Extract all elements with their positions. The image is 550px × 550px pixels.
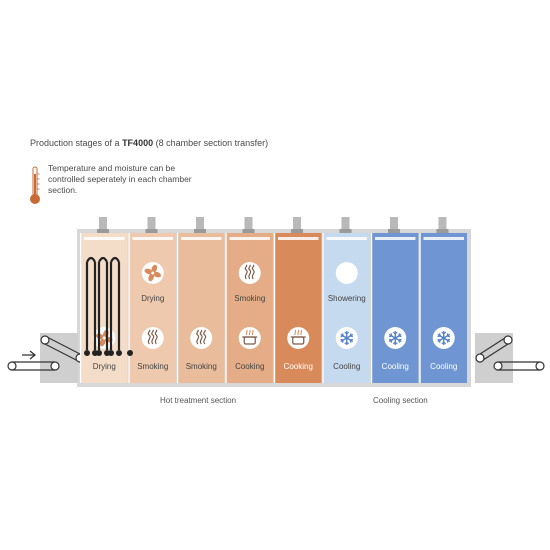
chamber-7 xyxy=(371,217,419,383)
exhaust-base xyxy=(97,229,109,233)
exit-conveyor-lower xyxy=(493,361,545,371)
chamber-4 xyxy=(225,217,273,383)
chamber-fill xyxy=(372,233,419,383)
chamber-2-top-label: Drying xyxy=(141,294,165,303)
chamber-6 xyxy=(322,217,370,383)
chamber-divider xyxy=(419,233,421,383)
chamber-8 xyxy=(419,217,467,383)
entry-conveyor-ramp xyxy=(40,335,85,363)
chamber-rail xyxy=(84,237,125,240)
exhaust-stub xyxy=(438,217,447,229)
shower-icon xyxy=(335,262,358,284)
pot-icon xyxy=(287,327,310,349)
title-suffix: (8 chamber section transfer) xyxy=(153,138,269,148)
exhaust-base xyxy=(291,229,303,233)
exhaust-stub xyxy=(196,217,204,229)
chamber-divider xyxy=(80,233,82,383)
exhaust-base xyxy=(242,229,255,233)
chamber-divider xyxy=(128,233,130,383)
pot-icon xyxy=(238,327,261,349)
chamber-divider xyxy=(225,233,227,383)
chamber-4-top-label: Smoking xyxy=(234,294,266,303)
exit-conveyor-ramp xyxy=(475,335,513,363)
exhaust-base xyxy=(145,229,158,233)
chamber-rail xyxy=(132,237,173,240)
snowflake-icon xyxy=(384,327,407,349)
smoke-icon xyxy=(141,327,164,349)
smoke-icon xyxy=(190,327,213,349)
chamber-fill xyxy=(275,233,322,383)
chamber-2-bottom-label: Smoking xyxy=(137,362,169,371)
entry-conveyor-lower xyxy=(7,361,60,371)
chamber-divider xyxy=(177,233,179,383)
chamber-8-bottom-label: Cooling xyxy=(430,362,458,371)
exhaust-stub xyxy=(99,217,107,229)
title-model: TF4000 xyxy=(122,138,154,148)
note-text: Temperature and moisture can be controll… xyxy=(48,163,192,195)
chamber-1-bottom-label: Drying xyxy=(92,362,116,371)
chamber-fill xyxy=(323,233,370,383)
entry-arrow-icon xyxy=(22,350,37,360)
chamber-6-bottom-label: Cooling xyxy=(333,362,361,371)
exhaust-stub xyxy=(244,217,253,229)
chamber-2 xyxy=(128,217,176,383)
title-prefix: Production stages of a xyxy=(30,138,123,148)
fan-icon xyxy=(141,262,164,284)
chamber-rail xyxy=(375,237,416,240)
chamber-divider xyxy=(371,233,373,383)
exhaust-base xyxy=(388,229,400,233)
chamber-divider xyxy=(274,233,276,383)
chamber-4-bottom-label: Cooking xyxy=(235,362,265,371)
chamber-rail xyxy=(423,237,464,240)
product-rack xyxy=(84,256,133,356)
chamber-fill xyxy=(420,233,467,383)
chamber-divider xyxy=(322,233,324,383)
exhaust-base xyxy=(194,229,206,233)
exhaust-stub xyxy=(341,217,350,229)
exhaust-stub xyxy=(293,217,301,229)
chamber-fill xyxy=(226,233,273,383)
exhaust-base xyxy=(436,229,449,233)
chamber-7-bottom-label: Cooling xyxy=(381,362,409,371)
chamber-rail xyxy=(278,237,319,240)
chamber-5-bottom-label: Cooking xyxy=(283,362,313,371)
snowflake-icon xyxy=(335,327,358,349)
cooling-section-label: Cooling section xyxy=(373,396,428,405)
smoke-icon xyxy=(238,262,261,284)
snowflake-icon xyxy=(432,327,455,349)
chamber-fill xyxy=(178,233,225,383)
chamber-rail xyxy=(229,237,270,240)
diagram-title: Production stages of a TF4000 (8 chamber… xyxy=(30,138,268,148)
chamber-3 xyxy=(177,217,225,383)
chamber-5 xyxy=(274,217,322,383)
chamber-fill xyxy=(129,233,176,383)
chamber-rail xyxy=(181,237,222,240)
chamber-6-top-label: Showering xyxy=(327,294,366,303)
exhaust-base xyxy=(339,229,352,233)
exhaust-stub xyxy=(390,217,398,229)
thermometer-icon xyxy=(30,166,40,204)
exhaust-stub xyxy=(147,217,156,229)
hot-section-label: Hot treatment section xyxy=(160,396,237,405)
chamber-3-bottom-label: Smoking xyxy=(185,362,217,371)
chamber-rail xyxy=(326,237,367,240)
